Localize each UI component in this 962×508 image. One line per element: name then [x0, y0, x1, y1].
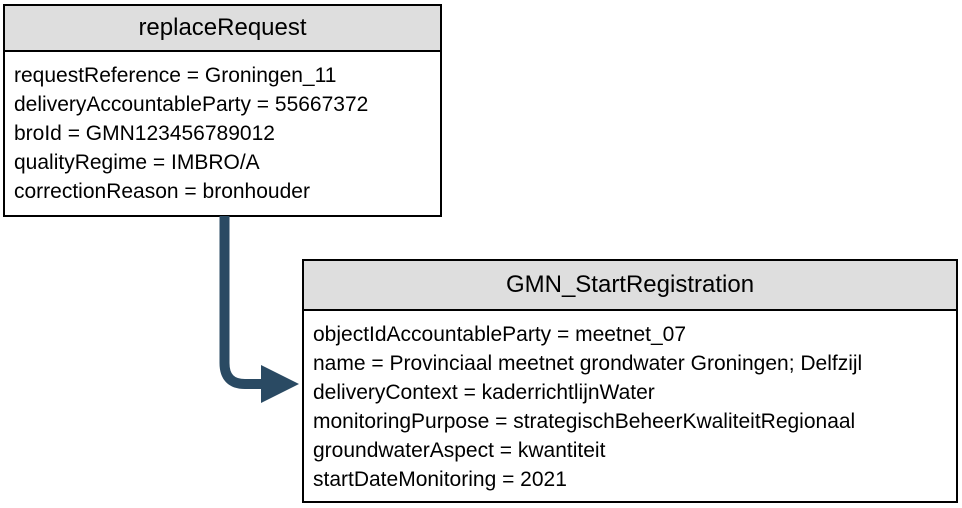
attr-correction-reason: correctionReason = bronhouder: [14, 180, 310, 203]
attr-delivery-context: deliveryContext = kaderrichtlijnWater: [313, 381, 655, 404]
attr-object-id-accountable-party: objectIdAccountableParty = meetnet_07: [313, 323, 686, 346]
node-gmn-start-registration-title: GMN_StartRegistration: [505, 271, 755, 298]
node-gmn-start-registration-body: objectIdAccountableParty = meetnet_07 na…: [304, 311, 956, 498]
attr-name: name = Provinciaal meetnet grondwater Gr…: [313, 352, 863, 375]
attr-groundwater-aspect: groundwaterAspect = kwantiteit: [313, 439, 606, 462]
attr-start-date-monitoring: startDateMonitoring = 2021: [313, 468, 567, 491]
attr-bro-id: broId = GMN123456789012: [14, 122, 275, 145]
attr-request-reference: requestReference = Groningen_11: [14, 64, 337, 87]
node-replace-request-title: replaceRequest: [138, 14, 307, 41]
attr-delivery-accountable-party: deliveryAccountableParty = 55667372: [14, 93, 369, 116]
node-gmn-start-registration-header: GMN_StartRegistration: [304, 261, 956, 311]
edge-arrowhead-icon: [261, 365, 299, 403]
node-replace-request-body: requestReference = Groningen_11 delivery…: [5, 52, 440, 210]
attr-quality-regime: qualityRegime = IMBRO/A: [14, 151, 260, 174]
node-replace-request-header: replaceRequest: [5, 6, 440, 52]
attr-monitoring-purpose: monitoringPurpose = strategischBeheerKwa…: [313, 410, 856, 433]
node-gmn-start-registration: GMN_StartRegistration objectIdAccountabl…: [302, 259, 958, 503]
edge-elbow-line: [219, 216, 263, 389]
node-replace-request: replaceRequest requestReference = Gronin…: [3, 4, 442, 217]
